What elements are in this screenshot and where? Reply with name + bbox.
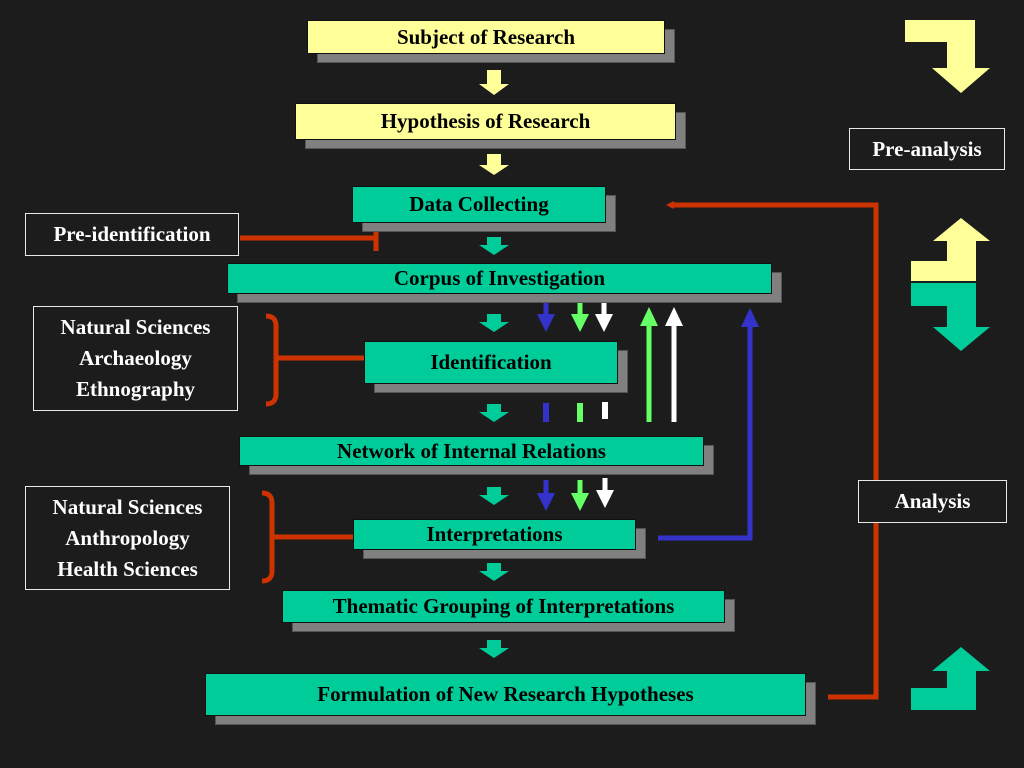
down-arrow-icon (479, 314, 509, 332)
data-collecting-label: Data Collecting (409, 192, 549, 216)
corpus-to-identification-arrows (537, 298, 613, 332)
down-arrow-icon (479, 563, 509, 581)
identification-label: Identification (430, 350, 552, 374)
subject-label: Subject of Research (396, 24, 576, 49)
interpretation-bracket (261, 490, 353, 584)
analysis-split-arrow-icon (911, 218, 990, 351)
interpretation-fields-label: Natural Sciences Anthropology Health Sci… (25, 486, 230, 590)
down-arrow-icon (479, 237, 509, 255)
analysis-text: Analysis (894, 489, 971, 513)
pre-analysis-turn-down-icon (905, 20, 990, 93)
identification-fields-label: Natural Sciences Archaeology Ethnography (33, 306, 238, 411)
pre-identification-connector (240, 225, 379, 251)
subject-of-research-box: Subject of Research (307, 20, 665, 54)
interpretations-box: Interpretations (353, 519, 636, 550)
step-arrows (479, 70, 509, 658)
formulation-label: Formulation of New Research Hypotheses (317, 682, 694, 706)
identification-bracket (265, 313, 365, 407)
thematic-label: Thematic Grouping of Interpretations (332, 594, 675, 618)
field-health-sciences: Health Sciences (57, 556, 198, 581)
corpus-of-investigation-box: Corpus of Investigation (227, 263, 772, 294)
field-ethnography: Ethnography (75, 377, 196, 401)
formulation-box: Formulation of New Research Hypotheses (205, 673, 806, 716)
pre-analysis-text: Pre-analysis (872, 136, 982, 161)
network-to-interpretations-arrows (537, 478, 614, 511)
down-arrow-icon (479, 487, 509, 505)
network-to-corpus-arrows (640, 307, 683, 422)
down-arrow-icon (479, 640, 509, 658)
network-of-internal-relations-box: Network of Internal Relations (239, 436, 704, 466)
thematic-grouping-box: Thematic Grouping of Interpretations (282, 590, 725, 623)
interpretations-label: Interpretations (426, 522, 563, 546)
feedback-loop-arrow (666, 201, 879, 700)
field-archaeology: Archaeology (79, 346, 192, 370)
identification-to-network-marks (543, 402, 608, 422)
field-anthropology: Anthropology (65, 525, 190, 550)
pre-identification-text: Pre-identification (53, 222, 211, 246)
interpretations-to-corpus-arrow (658, 308, 759, 541)
analysis-label: Analysis (858, 480, 1007, 523)
data-collecting-box: Data Collecting (352, 186, 606, 223)
corpus-label: Corpus of Investigation (393, 266, 606, 290)
down-arrow-icon (479, 404, 509, 422)
hypothesis-label: Hypothesis of Research (380, 109, 591, 133)
field-natural-sciences: Natural Sciences (52, 494, 203, 519)
network-label: Network of Internal Relations (337, 438, 606, 463)
field-natural-sciences: Natural Sciences (60, 315, 211, 339)
pre-identification-label: Pre-identification (25, 213, 239, 256)
hypothesis-of-research-box: Hypothesis of Research (295, 103, 676, 140)
pre-analysis-label: Pre-analysis (849, 128, 1005, 170)
down-arrow-icon (479, 154, 509, 175)
down-arrow-icon (479, 70, 509, 95)
identification-box: Identification (364, 341, 618, 384)
return-up-arrow-icon (911, 647, 990, 710)
